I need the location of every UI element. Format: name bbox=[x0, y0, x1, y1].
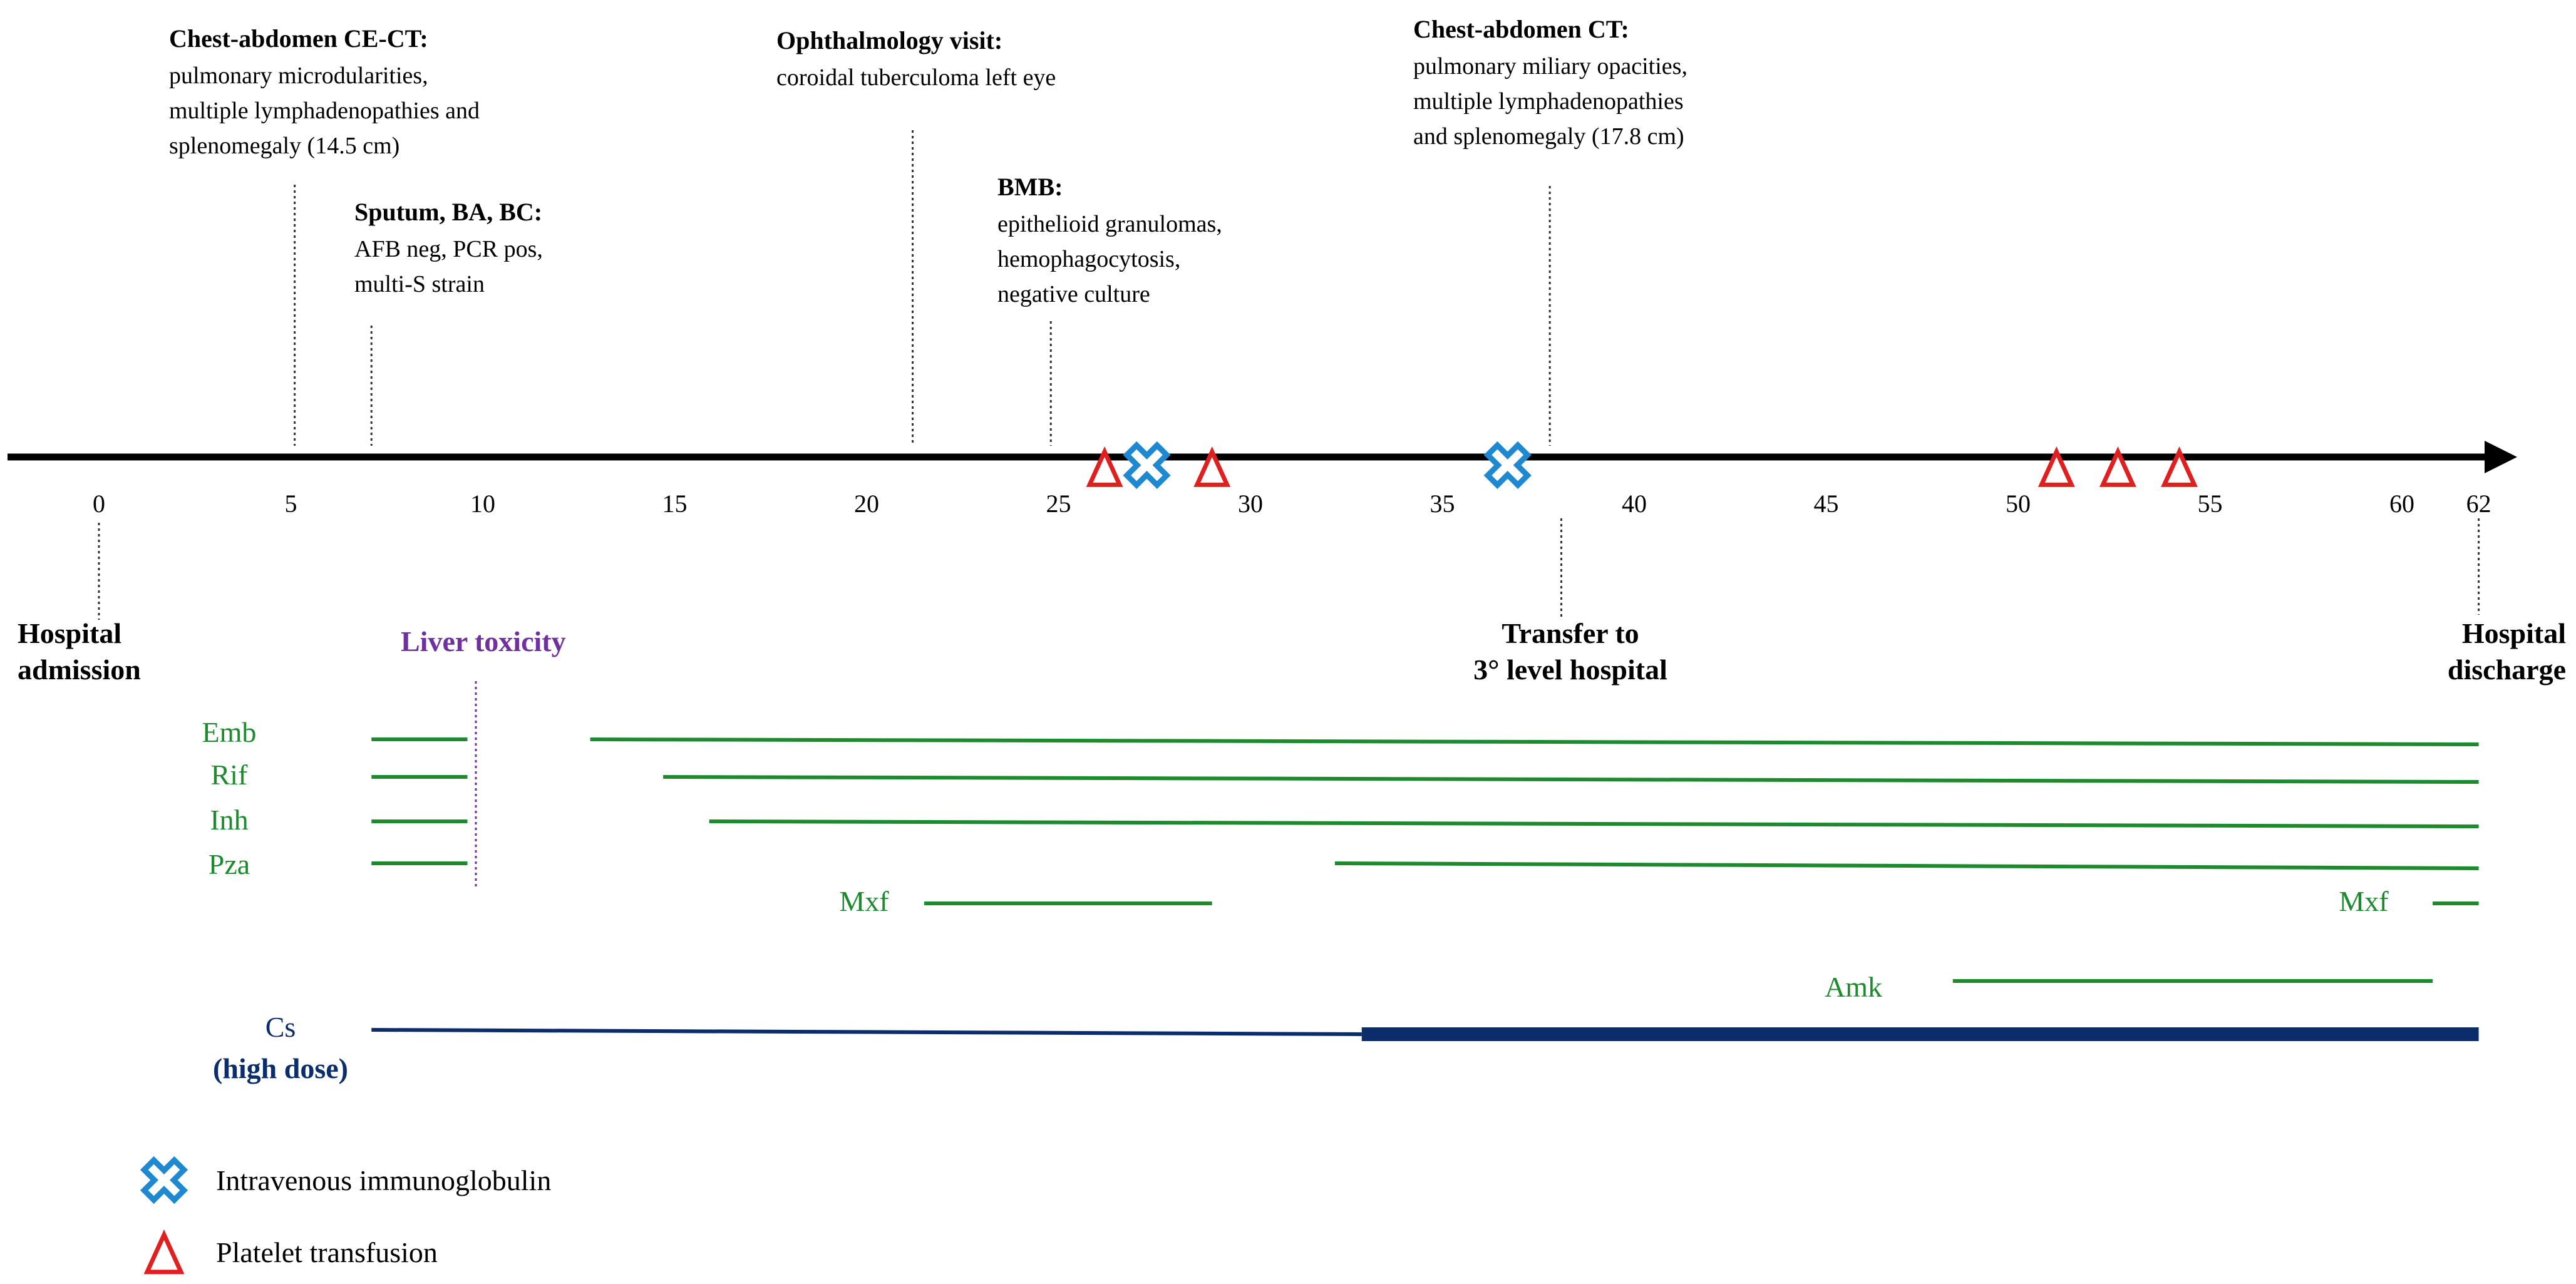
ivig-cross-icon bbox=[140, 1156, 188, 1204]
axis-tick-label: 30 bbox=[1238, 490, 1263, 518]
event-below-2: Hospital discharge bbox=[2448, 518, 2566, 686]
event-detail: multiple lymphadenopathies and bbox=[169, 98, 480, 124]
liver-toxicity-label: Liver toxicity bbox=[401, 625, 566, 657]
platelet-triangle-icon bbox=[2099, 446, 2136, 487]
liver-toxicity-event: Liver toxicity bbox=[401, 625, 566, 888]
drug-bar-segment bbox=[1334, 861, 2479, 870]
event-above-4: Chest-abdomen CT: pulmonary miliary opaci… bbox=[1413, 15, 1687, 446]
cs-high-dose-bar bbox=[1361, 1027, 2479, 1041]
drug-label: Inh bbox=[210, 804, 248, 836]
drug-row-pza: Pza bbox=[209, 848, 2479, 880]
drug-label: Cs bbox=[265, 1011, 296, 1043]
ivig-cross-icon bbox=[1123, 441, 1171, 490]
event-detail: pulmonary microdularities, bbox=[169, 63, 428, 89]
axis-tick-label: 55 bbox=[2198, 490, 2223, 518]
event-detail: multiple lymphadenopathies bbox=[1413, 88, 1684, 115]
platelet-triangle-icon bbox=[2161, 446, 2198, 487]
axis-tick-label: 20 bbox=[854, 490, 879, 518]
event-detail: splenomegaly (14.5 cm) bbox=[169, 133, 399, 159]
axis-tick-label: 25 bbox=[1046, 490, 1071, 518]
axis-tick-label: 35 bbox=[1430, 490, 1455, 518]
drug-row-emb: Emb bbox=[202, 716, 2479, 748]
event-detail: coroidal tuberculoma left eye bbox=[776, 64, 1056, 91]
event-above-2: Ophthalmology visit: coroidal tuberculoma… bbox=[776, 26, 1056, 446]
event-detail: pulmonary miliary opacities, bbox=[1413, 53, 1687, 80]
events-above-axis: Chest-abdomen CE-CT: pulmonary microdular… bbox=[169, 15, 1687, 446]
drug-label: Pza bbox=[209, 848, 250, 880]
platelet-triangle-icon bbox=[143, 1229, 185, 1275]
event-title: Chest-abdomen CE-CT: bbox=[169, 24, 428, 53]
event-title: BMB: bbox=[997, 173, 1063, 201]
drug-bar-segment bbox=[590, 737, 2479, 746]
event-label: 3° level hospital bbox=[1473, 654, 1667, 686]
event-detail: AFB neg, PCR pos, bbox=[354, 236, 543, 262]
drug-label: Rif bbox=[211, 759, 248, 791]
axis-tick-label: 10 bbox=[470, 490, 495, 518]
drug-row-amk: Amk bbox=[1825, 971, 2433, 1003]
event-title: Ophthalmology visit: bbox=[776, 26, 1002, 54]
event-below-1: Transfer to 3° level hospital bbox=[1473, 518, 1667, 686]
axis-tick-label: 45 bbox=[1814, 490, 1839, 518]
axis-tick-label: 60 bbox=[2389, 490, 2414, 518]
platelet-triangle-icon bbox=[1086, 446, 1123, 487]
event-above-3: BMB: epithelioid granulomas, hemophagocyto… bbox=[997, 173, 1222, 446]
axis-tick-label: 0 bbox=[93, 490, 105, 518]
event-detail: epithelioid granulomas, bbox=[997, 211, 1222, 237]
event-above-0: Chest-abdomen CE-CT: pulmonary microdular… bbox=[169, 24, 480, 446]
event-above-1: Sputum, BA, BC: AFB neg, PCR pos, multi-S … bbox=[354, 198, 543, 446]
event-label: Hospital bbox=[18, 617, 121, 649]
axis-tick-label: 15 bbox=[662, 490, 688, 518]
event-label: Transfer to bbox=[1502, 617, 1639, 649]
event-title: Sputum, BA, BC: bbox=[354, 198, 542, 226]
drug-row-rif: Rif bbox=[211, 759, 2479, 791]
event-detail: and splenomegaly (17.8 cm) bbox=[1413, 123, 1684, 150]
event-label: Hospital bbox=[2462, 617, 2566, 649]
drug-row-mxf: Mxf Mxf bbox=[839, 885, 2479, 917]
drug-bar-segment bbox=[663, 775, 2479, 784]
drug-label: Amk bbox=[1825, 971, 1882, 1003]
drug-label: Emb bbox=[202, 716, 257, 748]
drug-row-cs: Cs (high dose) bbox=[213, 1011, 2479, 1084]
legend-label: Intravenous immunoglobulin bbox=[216, 1164, 551, 1196]
event-detail: hemophagocytosis, bbox=[997, 246, 1180, 272]
legend-label: Platelet transfusion bbox=[216, 1236, 438, 1268]
drug-label: Mxf bbox=[839, 885, 889, 917]
ivig-cross-icon bbox=[1483, 441, 1532, 490]
legend-item-1: Platelet transfusion bbox=[143, 1229, 438, 1275]
event-title: Chest-abdomen CT: bbox=[1413, 15, 1629, 43]
drug-sublabel: (high dose) bbox=[213, 1052, 348, 1084]
legend-item-0: Intravenous immunoglobulin bbox=[140, 1156, 551, 1204]
event-detail: multi-S strain bbox=[354, 271, 485, 297]
axis-tick-label: 50 bbox=[2006, 490, 2031, 518]
event-label: discharge bbox=[2448, 654, 2566, 686]
drug-row-inh: Inh bbox=[210, 804, 2479, 836]
platelet-triangle-icon bbox=[1193, 446, 1231, 487]
axis-tick-label: 5 bbox=[285, 490, 297, 518]
events-below-axis: Hospital admission Transfer to 3° level hos… bbox=[18, 518, 2566, 888]
axis-tick-label: 40 bbox=[1622, 490, 1647, 518]
time-axis: 0 5 10 15 20 25 30 35 40 45 50 55 60 62 bbox=[8, 441, 2517, 518]
platelet-triangle-icon bbox=[2038, 446, 2075, 487]
axis-arrowhead bbox=[2485, 441, 2517, 473]
drug-label: Mxf bbox=[2339, 885, 2389, 917]
clinical-markers bbox=[1086, 441, 2198, 490]
event-label: admission bbox=[18, 654, 141, 686]
axis-tick-label: 62 bbox=[2466, 490, 2491, 518]
event-below-0: Hospital admission bbox=[18, 523, 141, 686]
event-detail: negative culture bbox=[997, 281, 1150, 307]
drug-bar-segment bbox=[709, 819, 2479, 828]
cs-low-phase-bar bbox=[371, 1028, 1362, 1036]
